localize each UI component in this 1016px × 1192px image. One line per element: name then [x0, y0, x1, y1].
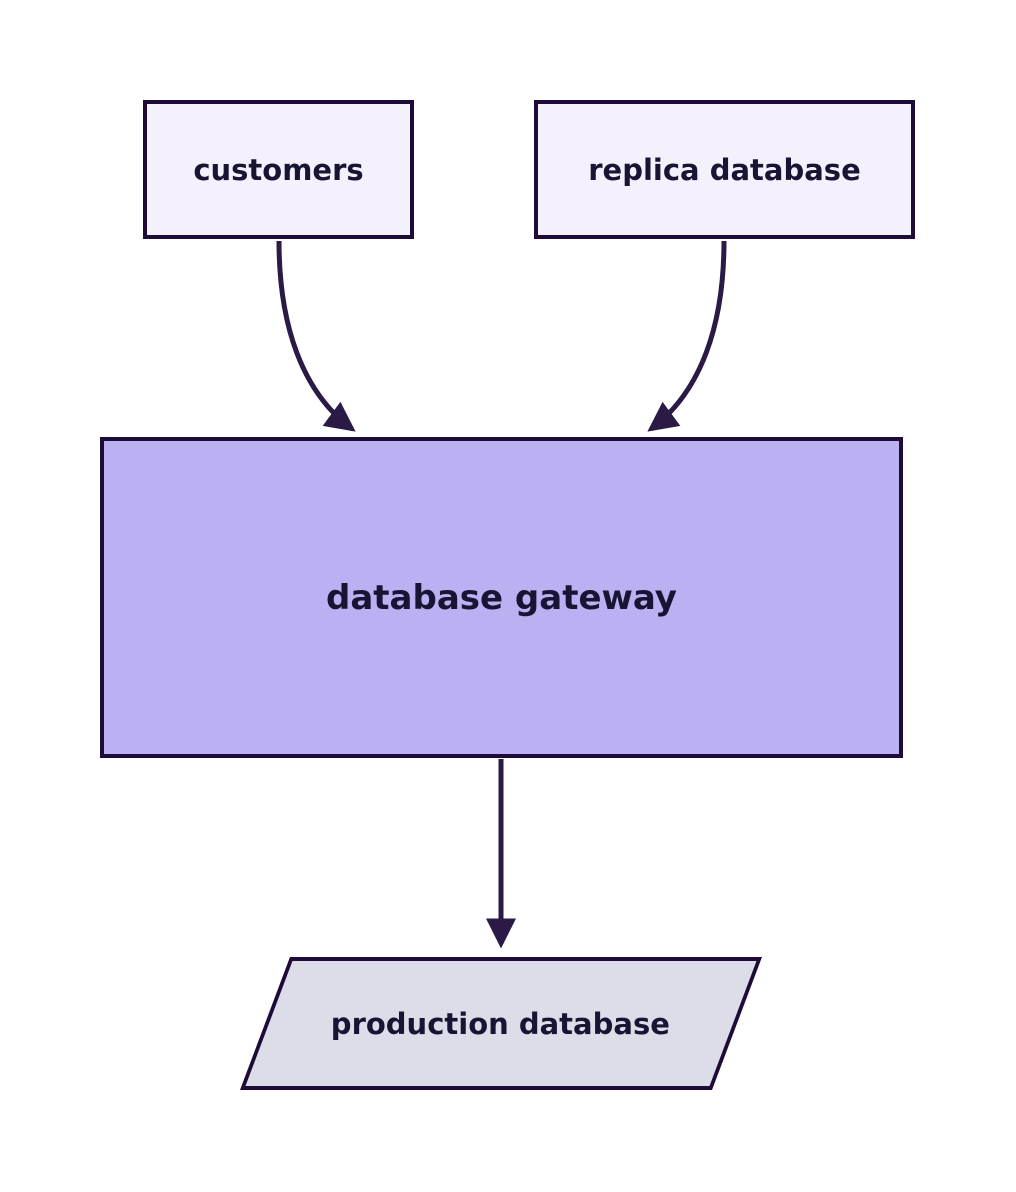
node-database-gateway-label: database gateway — [326, 577, 677, 618]
node-customers: customers — [143, 100, 414, 239]
node-production-database-label: production database — [331, 1006, 671, 1041]
edge-customers-to-gateway — [276, 240, 356, 432]
node-customers-label: customers — [193, 152, 364, 187]
node-database-gateway: database gateway — [100, 437, 903, 758]
edge-replica-to-gateway — [647, 240, 727, 432]
node-replica-database: replica database — [534, 100, 915, 239]
node-production-database: production database — [240, 957, 762, 1090]
node-replica-database-label: replica database — [588, 152, 861, 187]
